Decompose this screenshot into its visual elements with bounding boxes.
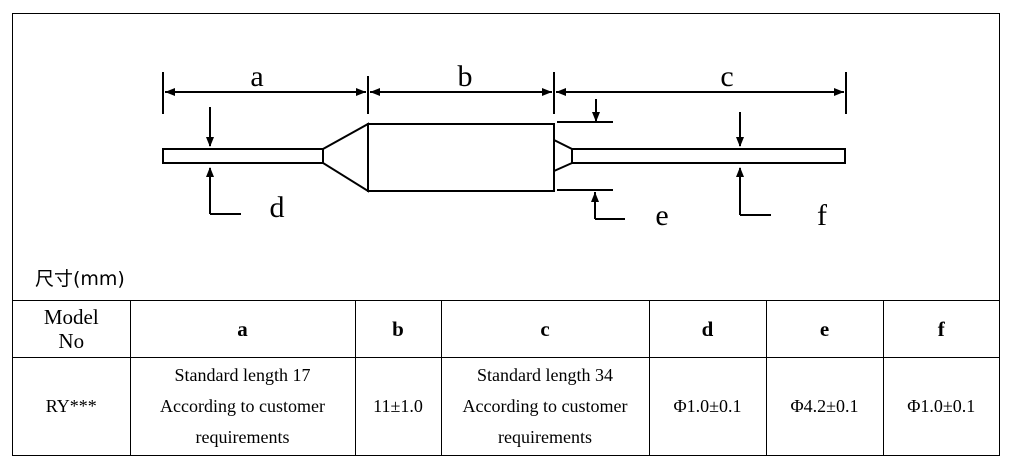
label-d: d bbox=[270, 191, 285, 224]
header-e: e bbox=[765, 300, 884, 358]
cell-c: Standard length 34 According to customer… bbox=[440, 357, 650, 455]
arrowheads bbox=[165, 88, 844, 96]
label-b: b bbox=[458, 60, 473, 93]
label-c: c bbox=[720, 60, 733, 93]
header-model-no-text: Model No bbox=[43, 305, 99, 353]
cell-c-line3: requirements bbox=[498, 427, 592, 447]
header-model-no: Model No bbox=[13, 300, 131, 358]
header-d: d bbox=[648, 300, 767, 358]
cell-c-line1: Standard length 34 bbox=[477, 365, 613, 385]
header-f: f bbox=[882, 300, 999, 358]
label-a: a bbox=[250, 60, 263, 93]
table-row: RY*** Standard length 17 According to cu… bbox=[13, 357, 999, 455]
cell-d: Φ1.0±0.1 bbox=[648, 357, 767, 455]
cell-model: RY*** bbox=[13, 357, 131, 455]
header-a: a bbox=[129, 300, 356, 358]
cell-e: Φ4.2±0.1 bbox=[765, 357, 884, 455]
right-lead bbox=[571, 148, 846, 164]
dimension-diagram: a b c d e f 尺寸(mm) bbox=[13, 14, 999, 300]
left-taper bbox=[322, 122, 369, 193]
cell-a: Standard length 17 According to customer… bbox=[129, 357, 356, 455]
right-taper bbox=[553, 138, 573, 173]
cell-c-line2: According to customer bbox=[462, 396, 628, 416]
spec-sheet: a b c d e f 尺寸(mm) Model No a b c d e f bbox=[12, 13, 1000, 456]
dimension-table: Model No a b c d e f RY*** Standard leng… bbox=[13, 300, 999, 455]
label-e: e bbox=[655, 199, 668, 232]
thermal-fuse-drawing: a b c d e f bbox=[162, 60, 847, 232]
cell-b: 11±1.0 bbox=[354, 357, 442, 455]
unit-note: 尺寸(mm) bbox=[35, 268, 125, 290]
fuse-body bbox=[367, 123, 555, 192]
cell-a-line2: According to customer bbox=[160, 396, 325, 416]
cell-a-line1: Standard length 17 bbox=[174, 365, 311, 385]
label-f: f bbox=[817, 199, 827, 232]
header-b: b bbox=[354, 300, 442, 358]
header-c: c bbox=[440, 300, 650, 358]
table-header-row: Model No a b c d e f bbox=[13, 300, 999, 358]
cell-a-line3: requirements bbox=[195, 427, 290, 447]
left-lead bbox=[162, 148, 324, 164]
cell-f: Φ1.0±0.1 bbox=[882, 357, 999, 455]
